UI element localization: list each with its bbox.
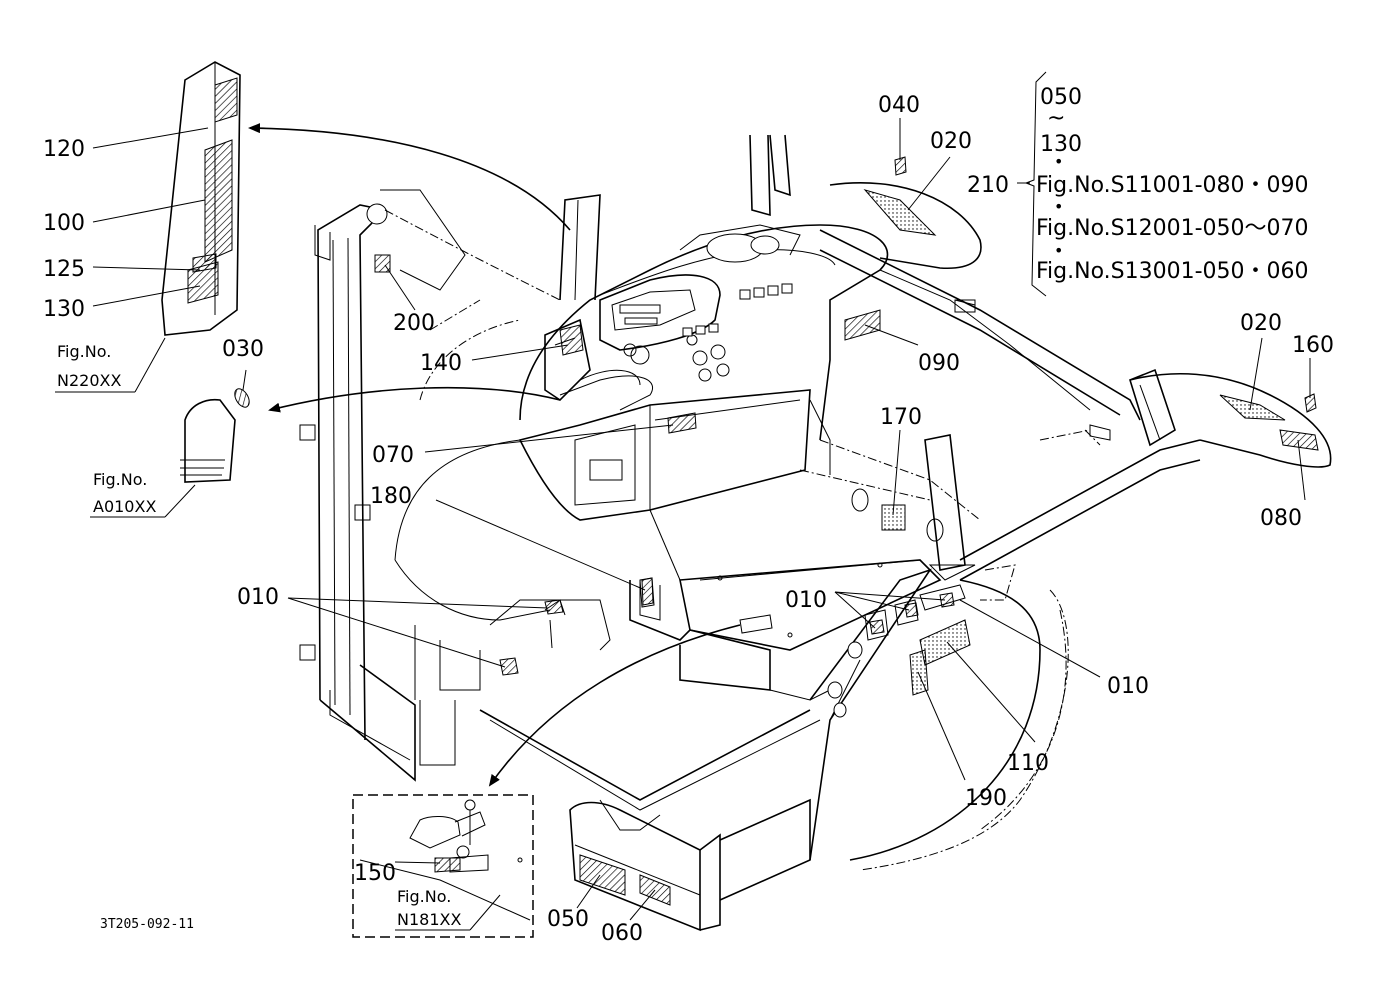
figref-n181-code: N181XX xyxy=(397,910,461,929)
note-line-2: Fig.No.S12001-050～070 xyxy=(1036,216,1309,241)
decal-050 xyxy=(579,854,626,896)
callout-130: 130 xyxy=(43,297,85,322)
direction-arrows xyxy=(248,123,741,787)
decal-010-right-b xyxy=(904,602,919,618)
callout-040: 040 xyxy=(878,93,920,118)
decal-010-left-a xyxy=(544,599,564,615)
callout-125: 125 xyxy=(43,257,85,282)
callout-210: 210 xyxy=(967,173,1009,198)
note-line-3: Fig.No.S13001-050・060 xyxy=(1036,259,1309,284)
callout-010-left: 010 xyxy=(237,585,279,610)
callout-120: 120 xyxy=(43,137,85,162)
callout-020-top: 020 xyxy=(930,129,972,154)
callout-090: 090 xyxy=(918,351,960,376)
decal-140 xyxy=(559,324,584,356)
figref-n220-code: N220XX xyxy=(57,371,121,390)
callout-060: 060 xyxy=(601,921,643,946)
callout-010-center: 010 xyxy=(785,588,827,613)
pillar-decal-panel xyxy=(161,61,241,336)
callout-110: 110 xyxy=(1007,751,1049,776)
decal-120 xyxy=(214,77,238,123)
decal-160 xyxy=(1304,393,1317,413)
cab-frame xyxy=(299,134,1332,932)
decal-110 xyxy=(919,619,971,666)
callout-080: 080 xyxy=(1260,506,1302,531)
decal-090 xyxy=(844,309,881,341)
decal-030 xyxy=(234,388,250,408)
callout-010-right: 010 xyxy=(1107,674,1149,699)
callout-140: 140 xyxy=(420,351,462,376)
decals xyxy=(161,61,1319,906)
callout-050: 050 xyxy=(547,907,589,932)
note-bullet-3: • xyxy=(1054,241,1063,260)
callout-030: 030 xyxy=(222,337,264,362)
note-range-end: 130 xyxy=(1040,132,1082,157)
callout-200: 200 xyxy=(393,311,435,336)
note-tilde: ~ xyxy=(1047,106,1065,131)
decal-070 xyxy=(667,412,697,434)
decal-100 xyxy=(204,139,233,263)
callout-160: 160 xyxy=(1292,333,1334,358)
drawing-number: 3T205-092-11 xyxy=(100,917,194,932)
callout-020-right: 020 xyxy=(1240,311,1282,336)
callout-070: 070 xyxy=(372,443,414,468)
decal-010-right-c xyxy=(939,592,955,608)
note-bullet-2: • xyxy=(1054,197,1063,216)
decal-170 xyxy=(881,504,906,531)
note-bullet-1: • xyxy=(1054,152,1063,171)
arrow-to-inset xyxy=(488,624,741,787)
decal-020-top xyxy=(863,189,937,236)
decal-040 xyxy=(894,156,907,176)
note-line-1: Fig.No.S11001-080・090 xyxy=(1036,173,1309,198)
callout-180: 180 xyxy=(370,484,412,509)
light-housing xyxy=(184,398,236,483)
callout-150: 150 xyxy=(354,861,396,886)
figref-n220-prefix: Fig.No. xyxy=(57,342,111,361)
figure-references: Fig.No. N220XX Fig.No. A010XX Fig.No. N1… xyxy=(57,342,461,929)
decal-010-right-a xyxy=(869,619,885,635)
callout-labels: 120 100 125 130 030 200 140 070 180 010 … xyxy=(43,93,1334,946)
note-range-start: 050 xyxy=(1040,85,1082,110)
inset-detail xyxy=(352,794,534,938)
inset-frame xyxy=(352,794,534,938)
figref-a010-prefix: Fig.No. xyxy=(93,470,147,489)
callout-190: 190 xyxy=(965,786,1007,811)
figref-a010-code: A010XX xyxy=(93,497,156,516)
callout-170: 170 xyxy=(880,405,922,430)
figref-n181-prefix: Fig.No. xyxy=(397,887,451,906)
arrow-to-pillar xyxy=(248,123,571,231)
decal-125 xyxy=(192,253,217,273)
note-210: 050 ~ 130 • Fig.No.S11001-080・090 • Fig.… xyxy=(1036,85,1309,284)
decal-180 xyxy=(641,577,654,606)
decal-080 xyxy=(1279,429,1319,451)
leader-lines xyxy=(55,71,1311,931)
decal-020-right xyxy=(1219,394,1286,421)
callout-100: 100 xyxy=(43,211,85,236)
decal-150 xyxy=(434,857,461,873)
decal-010-left-b xyxy=(499,657,519,676)
arrow-to-light xyxy=(268,386,561,413)
